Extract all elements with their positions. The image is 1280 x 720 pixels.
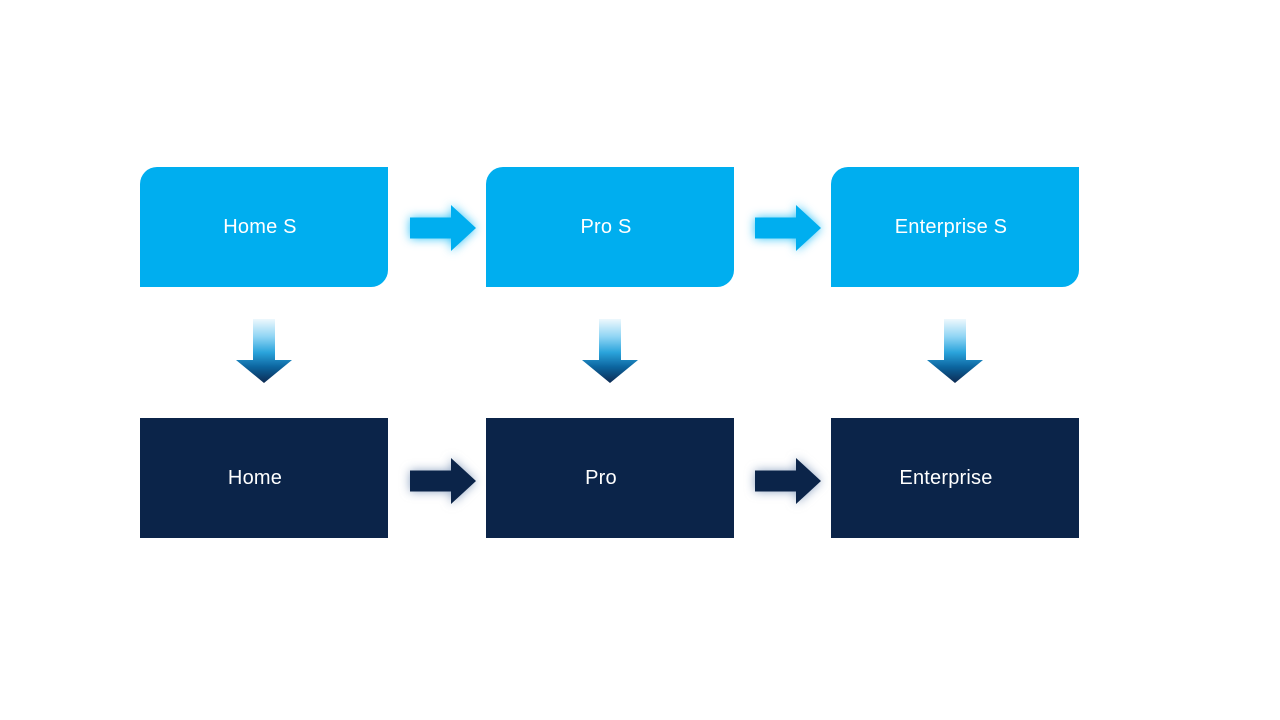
box-home-label: Home: [227, 466, 283, 489]
box-enterprise-s-label: Enterprise S: [894, 215, 1008, 238]
box-pro-s-label: Pro S: [580, 215, 632, 238]
right-arrow-icon: [410, 205, 476, 251]
box-pro-s: Pro S: [486, 167, 734, 287]
down-arrow-icon: [236, 319, 292, 383]
down-arrow-icon: [582, 319, 638, 383]
box-enterprise-s: Enterprise S: [831, 167, 1079, 287]
box-home-s-label: Home S: [223, 215, 297, 238]
right-arrow-icon: [755, 458, 821, 504]
box-home-s: Home S: [140, 167, 388, 287]
right-arrow-icon: [410, 458, 476, 504]
box-home: Home: [140, 418, 388, 538]
box-enterprise-label: Enterprise: [899, 466, 993, 489]
box-enterprise: Enterprise: [831, 418, 1079, 538]
down-arrow-icon: [927, 319, 983, 383]
box-pro-label: Pro: [585, 466, 617, 489]
right-arrow-icon: [755, 205, 821, 251]
box-pro: Pro: [486, 418, 734, 538]
